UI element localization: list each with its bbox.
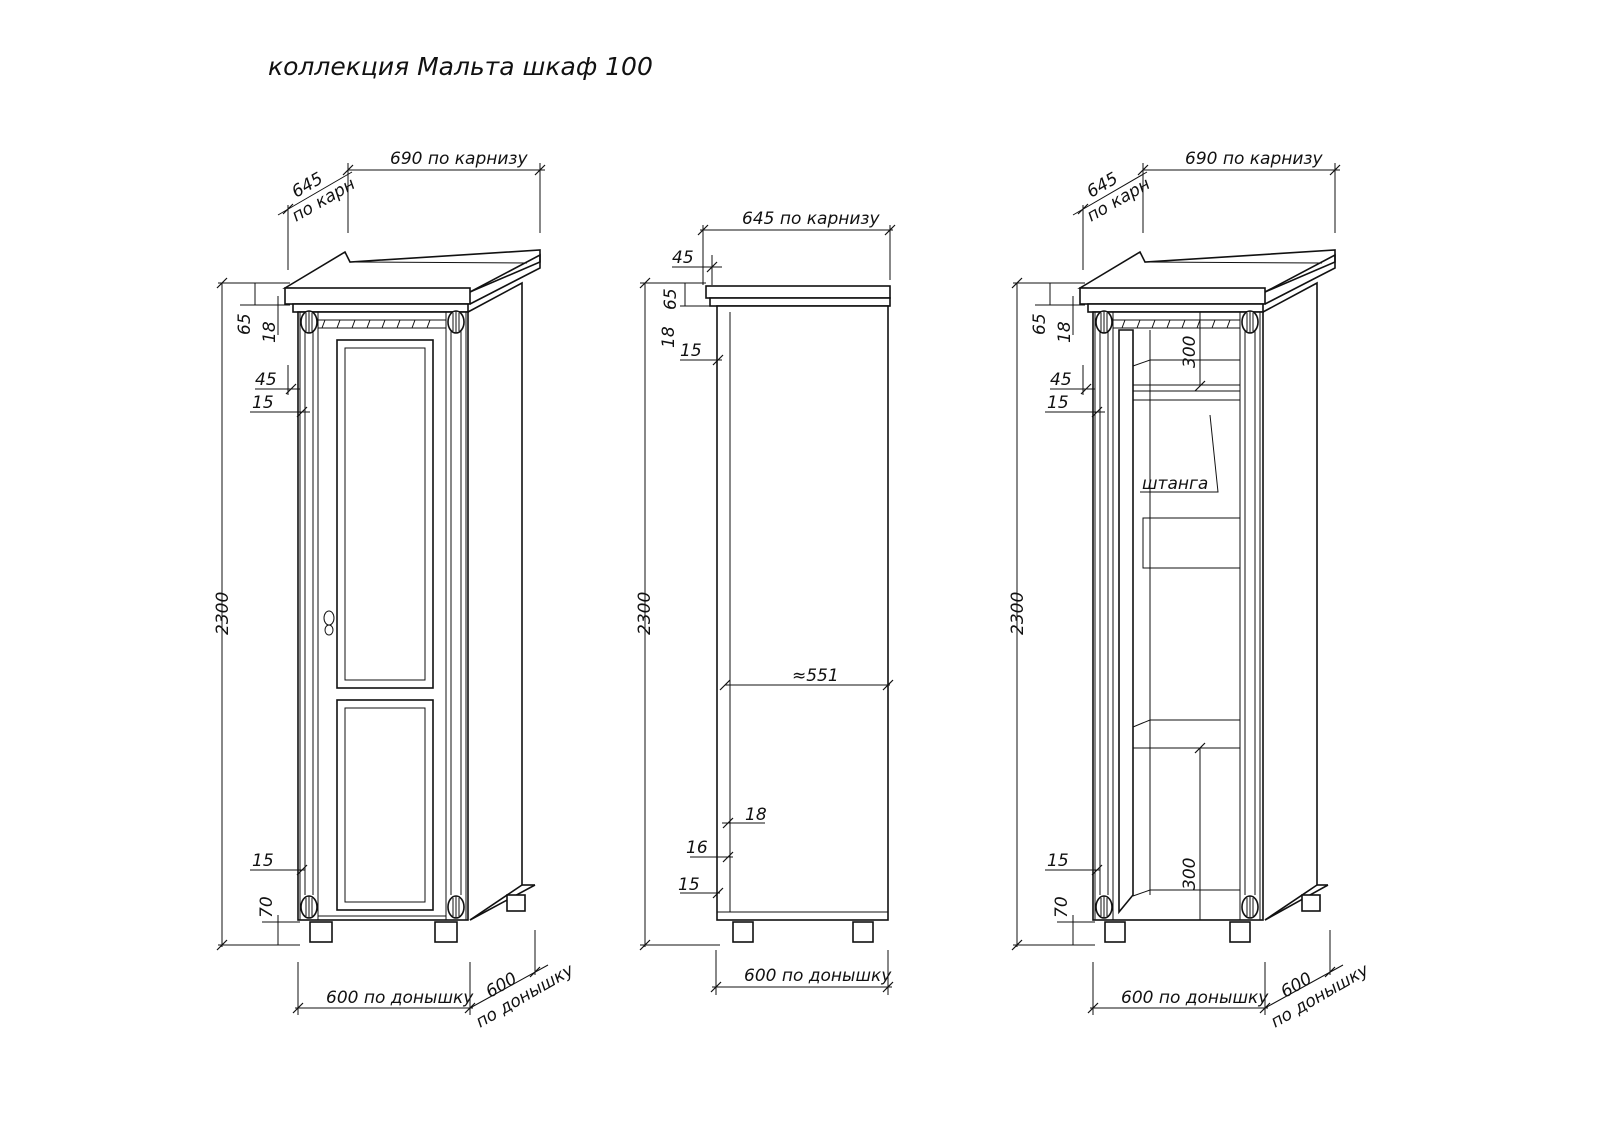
- side-inner-depth-label: ≈551: [792, 666, 839, 686]
- open-dimension-lines: [1011, 163, 1344, 1015]
- open-70-label: 70: [1052, 896, 1072, 918]
- front-15-top-label: 15: [252, 393, 274, 413]
- open-15-bottom-label: 15: [1047, 851, 1069, 871]
- side-15-bottom-label: 15: [678, 875, 700, 895]
- front-height-label: 2300: [213, 592, 233, 635]
- side-height-label: 2300: [635, 592, 655, 635]
- rod-leader-line: [1140, 414, 1219, 493]
- side-16-label: 16: [686, 838, 708, 858]
- side-depth-bottom-label: 600 по донышку: [744, 966, 892, 986]
- front-view: 690 по карнизу 645 по карн 2300 65 18 45…: [213, 149, 578, 1032]
- front-width-bottom-label: 600 по донышку: [326, 988, 474, 1008]
- open-shelf-bottom-label: 300: [1180, 858, 1200, 890]
- front-dimension-lines: [216, 163, 549, 1015]
- side-18-label: 18: [659, 326, 679, 348]
- open-height-label: 2300: [1008, 592, 1028, 635]
- open-18-label: 18: [1055, 321, 1075, 343]
- open-view: 690 по карнизу 645 по карн 2300 65 18 45…: [1008, 149, 1373, 1032]
- front-15-bottom-label: 15: [252, 851, 274, 871]
- door-handle-icon: [323, 610, 335, 636]
- front-65-label: 65: [235, 313, 255, 335]
- drawing-title: коллекция Мальта шкаф 100: [268, 52, 653, 81]
- open-45-label: 45: [1050, 370, 1072, 390]
- side-view: 645 по карнизу 45 65 18 15 2300 ≈551 18 …: [635, 209, 896, 995]
- open-65-label: 65: [1030, 313, 1050, 335]
- open-cabinet: [1077, 249, 1336, 943]
- open-15-top-label: 15: [1047, 393, 1069, 413]
- side-45-label: 45: [672, 248, 694, 268]
- front-18-label: 18: [260, 321, 280, 343]
- open-width-cornice-label: 690 по карнизу: [1185, 149, 1323, 169]
- side-18-bottom-label: 18: [745, 805, 767, 825]
- side-15-top-label: 15: [680, 341, 702, 361]
- front-70-label: 70: [257, 896, 277, 918]
- front-width-cornice-label: 690 по карнизу: [390, 149, 528, 169]
- front-45-label: 45: [255, 370, 277, 390]
- front-cabinet: [282, 249, 541, 943]
- side-depth-cornice-label: 645 по карнизу: [742, 209, 880, 229]
- side-cabinet: [705, 285, 891, 943]
- rod-label: штанга: [1142, 474, 1208, 494]
- open-shelf-top-label: 300: [1180, 336, 1200, 368]
- side-65-label: 65: [661, 288, 681, 310]
- open-width-bottom-label: 600 по донышку: [1121, 988, 1269, 1008]
- side-dimension-lines: [639, 224, 896, 995]
